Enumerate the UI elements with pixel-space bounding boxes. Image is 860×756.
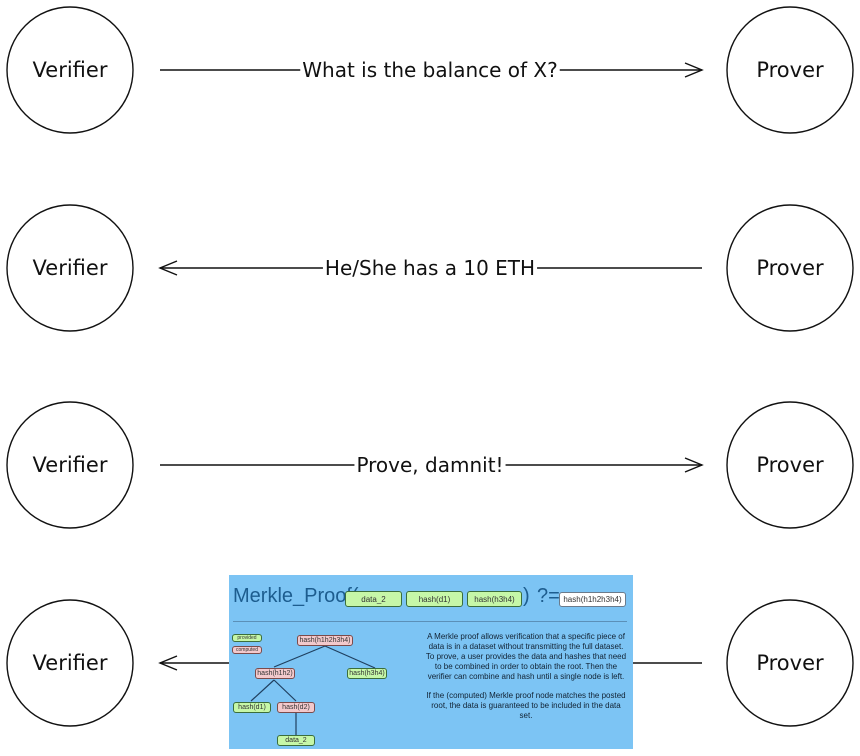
- verifier-actor-circle: [6, 6, 134, 134]
- tree-node-root: hash(h1h2h3h4): [297, 635, 353, 646]
- merkle-arg-hash-d1: hash(d1): [406, 591, 463, 607]
- verifier-label: Verifier: [33, 453, 108, 477]
- message-label: What is the balance of X?: [302, 58, 557, 82]
- merkle-description-paragraph-2: If the (computed) Merkle proof node matc…: [426, 691, 626, 720]
- prover-label: Prover: [756, 256, 824, 280]
- merkle-description-paragraph-1: A Merkle proof allows verification that …: [425, 632, 627, 681]
- merkle-tree-edges: [250, 645, 376, 735]
- verifier-actor-circle: [6, 599, 134, 727]
- merkle-divider: [233, 621, 627, 622]
- merkle-root-value: hash(h1h2h3h4): [559, 592, 626, 607]
- merkle-proof-illustration: Merkle_Proof( data_2 hash(d1) hash(h3h4)…: [229, 575, 633, 749]
- merkle-title-row: Merkle_Proof( data_2 hash(d1) hash(h3h4)…: [233, 585, 631, 609]
- verifier-label: Verifier: [33, 58, 108, 82]
- merkle-function-name: Merkle_Proof(: [233, 585, 359, 607]
- prover-actor-circle: [726, 599, 854, 727]
- tree-node-d1: hash(d1): [233, 702, 271, 713]
- verifier-label: Verifier: [33, 651, 108, 675]
- prover-label: Prover: [756, 651, 824, 675]
- verifier-actor-circle: [6, 401, 134, 529]
- prover-actor-circle: [726, 401, 854, 529]
- tree-node-h3h4: hash(h3h4): [347, 668, 387, 679]
- message-label: He/She has a 10 ETH: [325, 256, 535, 280]
- merkle-description: A Merkle proof allows verification that …: [425, 632, 627, 730]
- merkle-arg-hash-h3h4: hash(h3h4): [467, 591, 522, 607]
- merkle-arg-data-2: data_2: [345, 591, 402, 607]
- arrowhead-left: [158, 655, 178, 671]
- prover-label: Prover: [756, 58, 824, 82]
- message-label: Prove, damnit!: [356, 453, 503, 477]
- arrowhead-right: [684, 62, 704, 78]
- prover-label: Prover: [756, 453, 824, 477]
- prover-actor-circle: [726, 204, 854, 332]
- arrowhead-right: [684, 457, 704, 473]
- legend-provided: provided: [232, 634, 262, 642]
- merkle-equals: ?=: [537, 585, 560, 607]
- merkle-close-paren: ): [523, 585, 530, 607]
- verifier-label: Verifier: [33, 256, 108, 280]
- tree-node-d2: hash(d2): [277, 702, 315, 713]
- tree-node-h1h2: hash(h1h2): [255, 668, 295, 679]
- tree-node-data-2: data_2: [277, 735, 315, 746]
- legend-computed: computed: [232, 646, 262, 654]
- verifier-actor-circle: [6, 204, 134, 332]
- prover-actor-circle: [726, 6, 854, 134]
- arrowhead-left: [158, 260, 178, 276]
